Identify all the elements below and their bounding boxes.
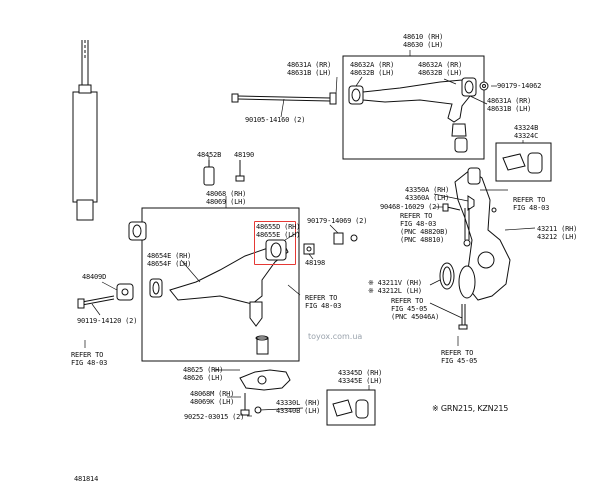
lower-control-arm bbox=[149, 239, 289, 327]
label-43350: 43350A (RH)43360A (LH) bbox=[405, 186, 450, 202]
dust-cover-43350 bbox=[467, 195, 475, 211]
seal-43211v bbox=[439, 262, 455, 290]
label-bushing-b: 48632A (RR)48632B (LH) bbox=[418, 61, 463, 77]
label-bushing-lower: 48654E (RH)48654F (LH) bbox=[147, 252, 192, 268]
shock-absorber bbox=[72, 40, 98, 221]
label-upper-arm: 48610 (RH)48630 (LH) bbox=[403, 33, 444, 49]
label-bushing-d: 48631A (RR)48631B (LH) bbox=[487, 97, 532, 113]
label-48452b: 48452B bbox=[197, 151, 222, 159]
upper-long-bolt bbox=[231, 92, 337, 105]
label-lower-arm: 48068 (RH)48069 (LH) bbox=[206, 190, 247, 206]
lower-ball-bracket bbox=[239, 369, 291, 391]
label-48409d: 48409D bbox=[82, 273, 107, 281]
watermark: toyox.com.ua bbox=[308, 332, 363, 341]
model-note: ※ GRN215, KZN215 bbox=[432, 404, 509, 413]
highlight-box bbox=[254, 221, 296, 265]
upper-arm-frame bbox=[342, 55, 485, 160]
label-48190: 48190 bbox=[234, 151, 255, 159]
ball-joint bbox=[255, 335, 269, 355]
label-48068m: 48068M (RH)48069K (LH) bbox=[190, 390, 235, 406]
label-knuckle: 43211 (RH)43212 (LH) bbox=[537, 225, 578, 241]
label-bolt-upper: 90105-14160 (2) bbox=[245, 116, 306, 124]
kit-upper-parts bbox=[502, 152, 543, 174]
label-ball-joint: 48625 (RH)48626 (LH) bbox=[183, 366, 224, 382]
lower-bolt bbox=[77, 295, 115, 309]
upper-nut bbox=[479, 81, 489, 91]
shock-lower-bushing bbox=[128, 221, 147, 241]
lower-arm-frame bbox=[141, 207, 300, 362]
upper-control-arm bbox=[348, 77, 477, 153]
label-48198: 48198 bbox=[305, 259, 326, 267]
label-nut-upper: 90179-14062 bbox=[497, 82, 542, 90]
label-bushing-c: 48631A (RR)48631B (LH) bbox=[287, 61, 332, 77]
sensor-45046a bbox=[458, 304, 468, 330]
hub-ring bbox=[458, 265, 476, 299]
kit-upper-frame bbox=[495, 142, 552, 182]
label-bolt-ball: 90252-03015 (2) bbox=[184, 413, 245, 421]
washer-90179 bbox=[333, 232, 358, 245]
label-43211v: ※ 43211V (RH)※ 43212L (LH) bbox=[368, 279, 422, 295]
tie-rod-48820b bbox=[463, 208, 471, 247]
figure-number: 481814 bbox=[74, 475, 99, 483]
label-bolt-lower: 90119-14120 (2) bbox=[77, 317, 138, 325]
kit-lower-frame bbox=[326, 389, 376, 426]
nut-48198 bbox=[303, 243, 315, 255]
bolt-48190 bbox=[235, 160, 245, 182]
label-90468: 90468-16029 (2) bbox=[380, 203, 441, 211]
label-kit-lower: 43345D (RH)43345E (LH) bbox=[338, 369, 383, 385]
cam-plate-48409d bbox=[116, 283, 134, 301]
bumper-48452b bbox=[203, 160, 215, 186]
label-bushing-a: 48632A (RR)48632B (LH) bbox=[350, 61, 395, 77]
label-nut-90179: 90179-14069 (2) bbox=[307, 217, 368, 225]
bolt-ball bbox=[240, 393, 262, 416]
label-hl-bushing: 48655D (RH)48655E (LH) bbox=[256, 223, 301, 239]
label-43330: 43330L (RH)43340B (LH) bbox=[276, 399, 321, 415]
bolt-90468 bbox=[442, 203, 461, 212]
